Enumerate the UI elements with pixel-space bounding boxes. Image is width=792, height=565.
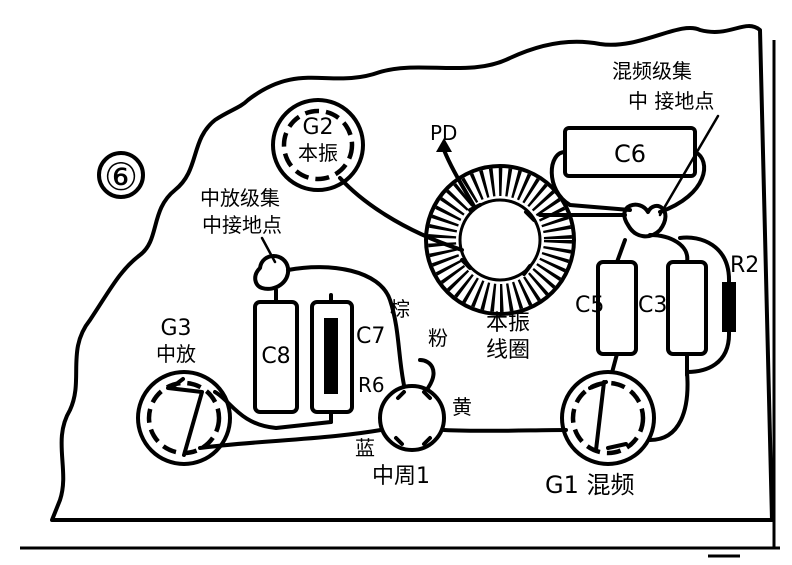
if-ground-label-2: 中接地点 <box>202 213 282 237</box>
r2-leads <box>678 235 732 374</box>
c7-label: C7 <box>356 324 385 349</box>
osc-coil-label-1: 本振 <box>486 311 530 336</box>
g2-sub-label: 本振 <box>298 141 338 165</box>
c6-label: C6 <box>614 140 646 168</box>
pink-label: 粉 <box>428 326 448 350</box>
ift-pins <box>394 390 432 446</box>
r2-resistor <box>722 282 736 332</box>
c6-lead-left <box>549 150 632 212</box>
g1-pin-line <box>594 380 606 452</box>
figure-number: ⑥ <box>104 155 138 199</box>
board-outline <box>50 24 774 522</box>
c3-capacitor <box>666 260 708 356</box>
pd-arrow <box>442 148 477 210</box>
c8-label: C8 <box>261 344 290 369</box>
mixer-ground-label-2: 中 接地点 <box>628 89 714 113</box>
wire-ift-g1 <box>442 428 568 433</box>
wire-g2-osc <box>338 176 464 252</box>
g3-label: G3 <box>160 316 191 341</box>
mixer-ground-pointer <box>658 114 720 217</box>
osc-coil-center <box>458 198 542 282</box>
wire-g1-c3 <box>648 370 690 442</box>
g3-sub-label: 中放 <box>156 342 196 366</box>
brown-label: 棕 <box>390 297 410 321</box>
g3-socket <box>136 370 232 466</box>
g1-label: G1 混频 <box>545 471 635 499</box>
figure-number-circle <box>97 151 145 199</box>
c5-label: C5 <box>575 293 604 318</box>
r6-label: R6 <box>358 373 385 397</box>
c3-label: C3 <box>638 293 667 318</box>
wire-g3-ift <box>198 426 394 450</box>
g1-socket-inner <box>570 380 646 456</box>
r6-resistor <box>324 318 338 394</box>
g2-socket-inner <box>281 108 355 182</box>
g2-label: G2 <box>302 115 333 140</box>
wire-ground-ift <box>286 265 407 392</box>
osc-coil-hatch <box>428 168 572 312</box>
mixer-ground-label-1: 混频级集 <box>612 59 692 83</box>
mixer-ground-clip <box>622 202 668 239</box>
wire-g3-c8 <box>213 390 333 430</box>
ift-socket <box>378 384 446 452</box>
if-ground-label-1: 中放级集 <box>200 186 280 210</box>
blue-label: 蓝 <box>355 436 375 460</box>
pd-arrowhead <box>436 138 452 152</box>
g1-pins <box>588 380 628 450</box>
if-ground-clip <box>253 254 291 291</box>
wire-pink <box>418 358 436 390</box>
g3-pins <box>166 377 204 457</box>
g1-socket <box>560 370 656 466</box>
ift-label: 中周1 <box>372 464 430 489</box>
c6-lead-right <box>658 150 707 214</box>
yellow-label: 黄 <box>452 395 472 419</box>
osc-coil-label-2: 线圈 <box>486 338 530 363</box>
r2-label: R2 <box>730 253 759 278</box>
